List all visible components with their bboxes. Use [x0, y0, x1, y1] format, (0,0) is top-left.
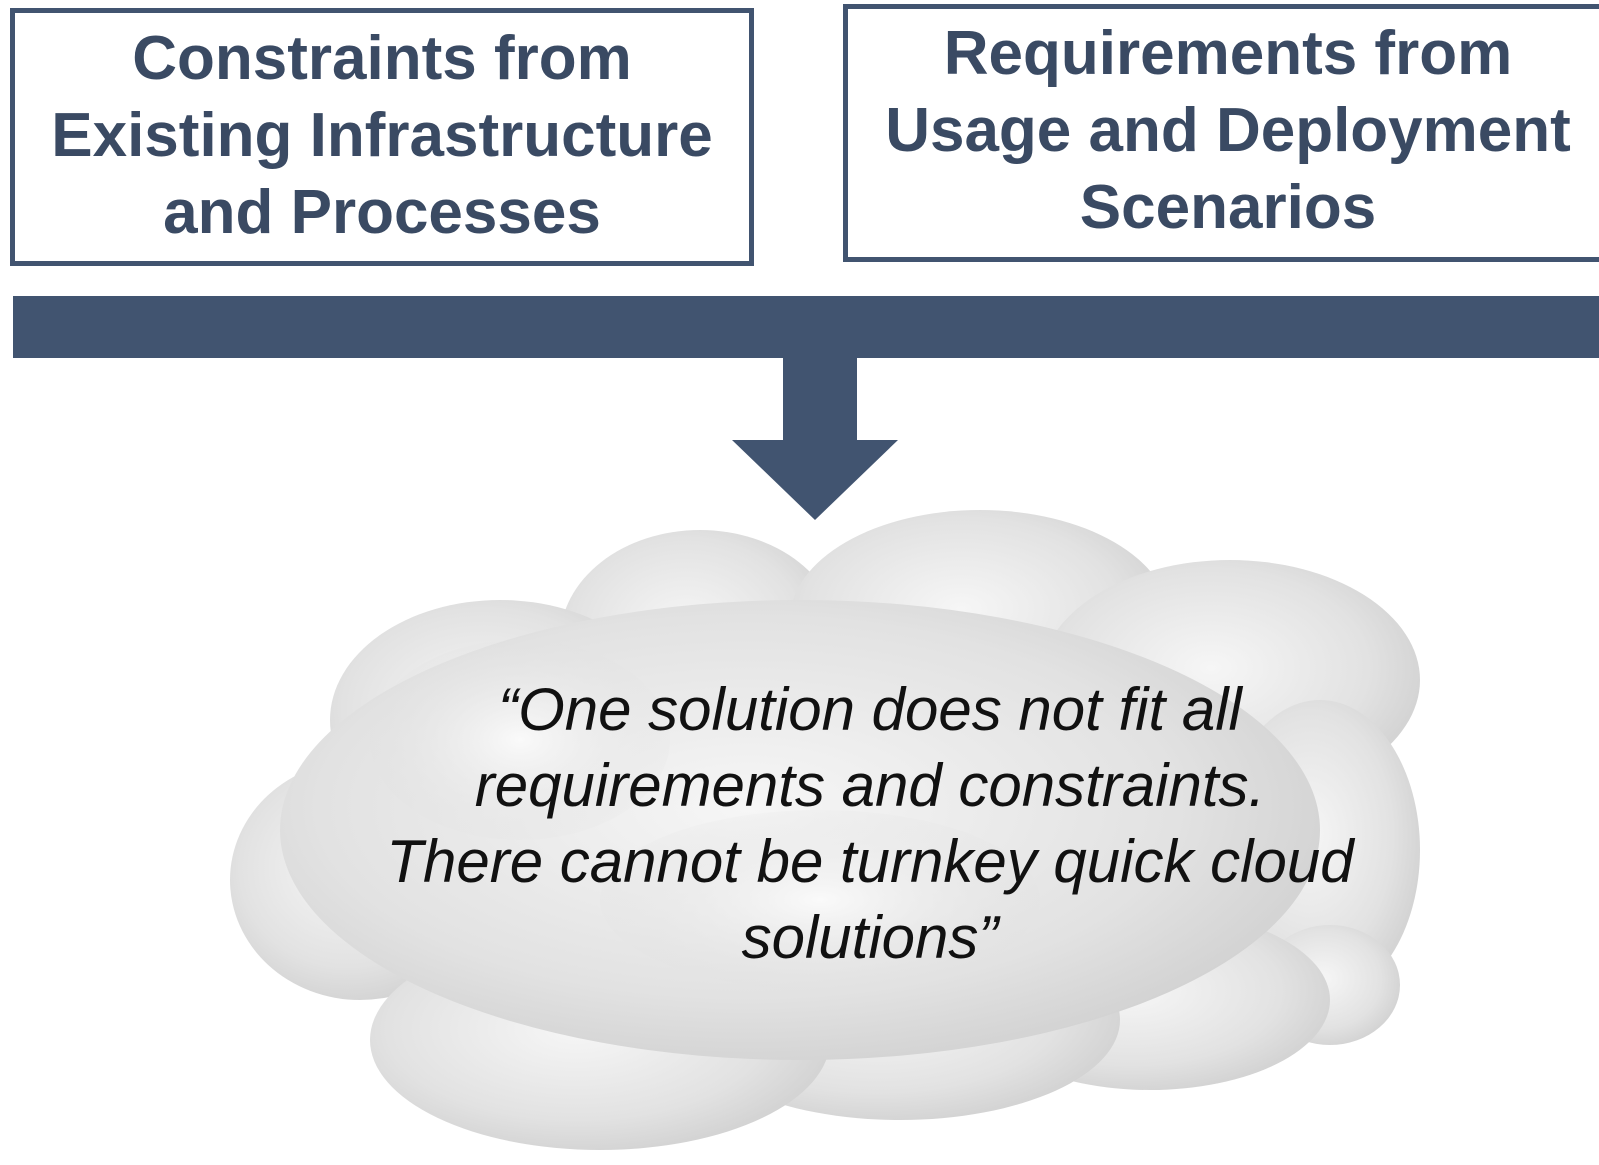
- arrow-shaft: [783, 356, 857, 440]
- quote-line-2: requirements and constraints.: [474, 752, 1266, 819]
- quote-line-1: “One solution does not fit all: [498, 676, 1242, 743]
- requirements-line-1: Requirements from: [943, 18, 1513, 88]
- constraints-label: Constraints from Existing Infrastructure…: [51, 20, 712, 251]
- constraints-line-3: and Processes: [163, 177, 601, 247]
- arrow-head: [732, 440, 898, 520]
- constraints-line-1: Constraints from: [132, 23, 632, 93]
- requirements-line-2: Usage and Deployment: [885, 95, 1571, 165]
- quote-line-3: There cannot be turnkey quick cloud: [386, 828, 1354, 895]
- requirements-line-3: Scenarios: [1079, 172, 1377, 242]
- constraints-line-2: Existing Infrastructure: [51, 100, 713, 170]
- merge-bar: [13, 296, 1599, 358]
- requirements-box: Requirements from Usage and Deployment S…: [843, 4, 1599, 262]
- constraints-box: Constraints from Existing Infrastructure…: [10, 8, 754, 266]
- requirements-label: Requirements from Usage and Deployment S…: [885, 15, 1571, 246]
- quote-line-4: solutions”: [741, 904, 999, 971]
